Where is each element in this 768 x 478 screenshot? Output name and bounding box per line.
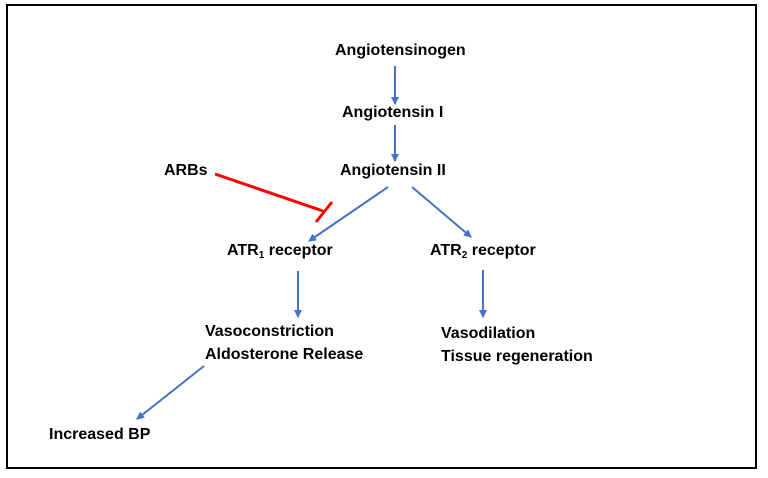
arbs-inhibition-line — [214, 172, 324, 213]
atr1-subscript: 1 — [258, 250, 265, 261]
arbs-inhibition-bar — [314, 201, 334, 223]
atr2-suffix: receptor — [467, 242, 536, 259]
atr2-prefix: ATR — [430, 242, 462, 259]
atr1-prefix: ATR — [227, 242, 259, 259]
arrow-angiotensin2-to-atr2 — [411, 186, 472, 238]
atr1-suffix: receptor — [264, 242, 333, 259]
diagram-frame — [6, 4, 757, 469]
node-vasoconstriction: Vasoconstriction — [205, 323, 334, 340]
node-increased-bp: Increased BP — [49, 426, 151, 443]
node-aldosterone-release: Aldosterone Release — [205, 346, 364, 363]
node-atr2-receptor: ATR2 receptor — [430, 241, 536, 261]
arrow-aldosterone-to-increased-bp — [136, 365, 205, 420]
node-angiotensin-1: Angiotensin I — [342, 104, 444, 121]
node-angiotensin-2: Angiotensin II — [340, 162, 446, 179]
node-tissue-regeneration: Tissue regeneration — [441, 348, 593, 365]
arrow-angiotensin2-to-atr1 — [308, 186, 389, 242]
atr2-subscript: 2 — [461, 250, 468, 261]
node-atr1-receptor: ATR1 receptor — [227, 241, 333, 261]
node-vasodilation: Vasodilation — [441, 325, 536, 342]
node-angiotensinogen: Angiotensinogen — [335, 42, 466, 59]
node-arbs: ARBs — [164, 162, 208, 179]
